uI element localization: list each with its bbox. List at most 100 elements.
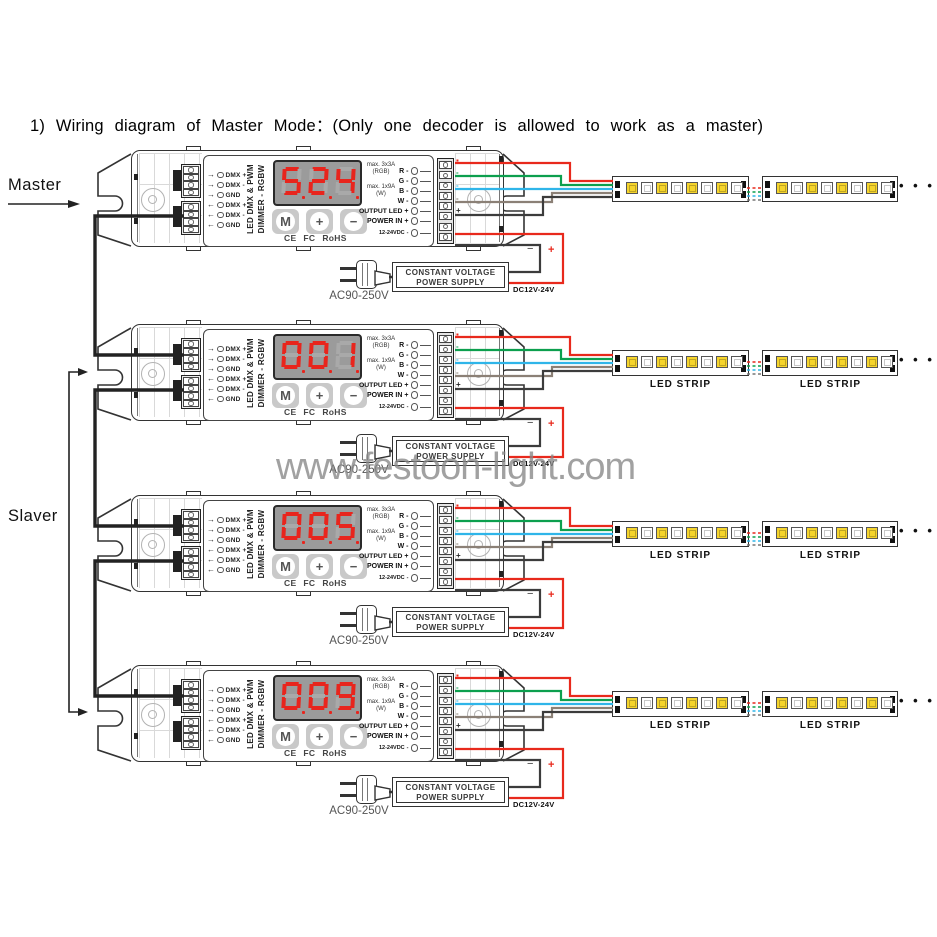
terminal-circle-icon: [410, 712, 418, 720]
terminal-line: [420, 406, 431, 408]
dmx-port-row: ←DMX +: [206, 374, 247, 384]
dmx-port-row: →DMX -: [206, 354, 245, 364]
terminal-mark-b: -: [456, 526, 459, 535]
led-cell-yellow: [626, 697, 638, 709]
led-cell-yellow: [716, 356, 728, 368]
mode-button: M: [272, 724, 299, 749]
port-label: GND: [225, 706, 241, 714]
arrow-in-icon: →: [207, 170, 215, 179]
output-led-row: OUTPUT LED+: [332, 551, 431, 561]
psu-minus-sign: −: [527, 243, 534, 255]
port-circle-icon: [217, 181, 224, 189]
terminal-line: [420, 525, 431, 527]
channel-row-w: W -: [384, 541, 431, 551]
edge-tick: [499, 400, 503, 406]
housing-edge-line: [137, 154, 138, 242]
port-label: GND: [225, 395, 241, 403]
terminal-circle-icon: [410, 542, 418, 550]
decimal-point: [329, 196, 332, 199]
mode-button: M: [272, 554, 299, 579]
arrow-out-icon: ←: [207, 384, 215, 393]
plus-button-label: +: [310, 727, 329, 746]
dmx-in-connector: [181, 509, 201, 543]
decoder-face-panel: →DMX + →DMX - →GND ←DMX + ←DMX - ←GND LE…: [203, 155, 434, 247]
arrow-out-icon: ←: [207, 555, 215, 564]
max-current-rgb: max. 3x3A (RGB): [366, 336, 396, 349]
strip-end-connector: [615, 181, 620, 188]
power-supply-label: CONSTANT VOLTAGE POWER SUPPLY: [396, 781, 505, 803]
led-cell-white: [851, 182, 863, 194]
port-circle-icon: [217, 686, 224, 694]
housing-screw: [141, 362, 165, 386]
port-label: GND: [225, 736, 241, 744]
minus-button: −: [340, 724, 367, 749]
port-label: DMX +: [225, 716, 247, 724]
led-cell-yellow: [836, 182, 848, 194]
terminal-circle-icon: [410, 522, 418, 530]
display-digit: [308, 512, 329, 540]
strip-end-connector: [615, 536, 620, 543]
terminal-circle-icon: [410, 692, 418, 700]
strip-end-connector: [615, 696, 620, 703]
product-name-line1: LED DMX & PWM: [246, 509, 255, 579]
display-digit: [335, 682, 356, 710]
terminal-circle-icon: [410, 229, 418, 237]
led-cell-yellow: [686, 182, 698, 194]
seven-segment-display: [273, 334, 362, 380]
decoder-unit-1-master: →DMX + →DMX - →GND ←DMX + ←DMX - ←GND LE…: [0, 146, 937, 318]
housing-edge-line: [137, 499, 138, 587]
terminal-mark-plus: +: [456, 380, 461, 389]
led-cell-yellow: [656, 182, 668, 194]
ce-mark: CE: [284, 578, 297, 588]
connector-tab: [173, 515, 181, 536]
strip-end-connector: [890, 536, 895, 543]
edge-tick: [499, 330, 503, 336]
connector-tab: [173, 206, 181, 227]
port-label: DMX -: [225, 526, 245, 534]
ac-voltage-label: AC90-250V: [329, 805, 389, 817]
terminal-line: [420, 344, 431, 346]
port-circle-icon: [217, 536, 224, 544]
port-label: DMX +: [225, 375, 247, 383]
led-cell-yellow: [806, 182, 818, 194]
plus-button: +: [306, 383, 333, 408]
display-digit: [308, 341, 329, 369]
terminal-circle-icon: [410, 574, 418, 582]
terminal-mark-plus: +: [456, 551, 461, 560]
terminal-mark-g: -: [456, 168, 459, 177]
led-cell-white: [791, 182, 803, 194]
led-cell-yellow: [776, 697, 788, 709]
mode-button-label: M: [276, 727, 295, 746]
edge-tick: [134, 733, 138, 739]
port-circle-icon: [217, 355, 224, 363]
power-in-row: POWER IN+: [332, 390, 431, 400]
arrow-in-icon: →: [207, 354, 215, 363]
psu-minus-sign: −: [527, 758, 534, 770]
terminal-circle-icon: [410, 177, 418, 185]
psu-plus-sign: +: [548, 244, 555, 256]
led-cell-white: [671, 182, 683, 194]
mode-button-label: M: [276, 386, 295, 405]
psu-plus-sign: +: [548, 759, 555, 771]
strip-end-connector: [741, 181, 746, 188]
edge-tick: [499, 671, 503, 677]
strip-end-connector: [615, 365, 620, 372]
display-digit: [335, 341, 356, 369]
led-cell-white: [641, 527, 653, 539]
display-digit: [308, 682, 329, 710]
decoder-face-panel: →DMX + →DMX - →GND ←DMX + ←DMX - ←GND LE…: [203, 670, 434, 762]
led-cell-white: [821, 356, 833, 368]
mode-button-label: M: [276, 212, 295, 231]
dc-voltage-label: DC12V-24V: [513, 285, 555, 294]
terminal-line: [420, 200, 431, 202]
led-cell-yellow: [806, 356, 818, 368]
led-cell-yellow: [716, 182, 728, 194]
edge-tick: [134, 392, 138, 398]
dmx-out-connector: [181, 201, 201, 235]
ce-mark: CE: [284, 748, 297, 758]
terminal-line: [420, 232, 431, 234]
terminal-line: [420, 695, 431, 697]
minus-button-label: −: [344, 212, 363, 231]
strip-end-connector: [741, 365, 746, 372]
port-circle-icon: [217, 221, 224, 229]
